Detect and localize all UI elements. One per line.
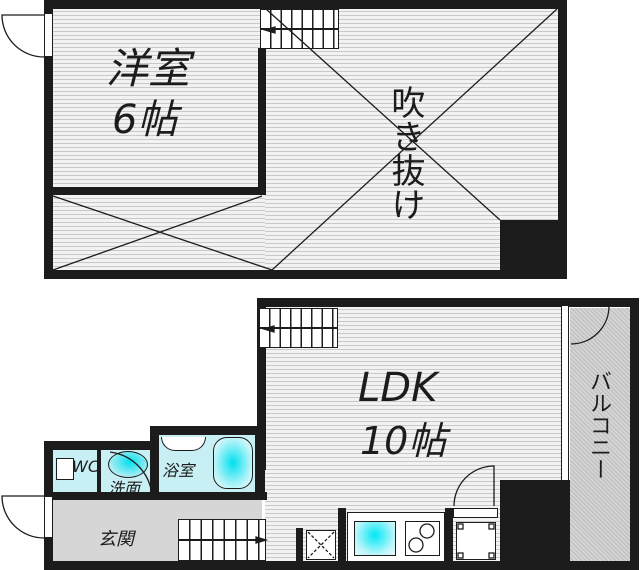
- laundry-space: [456, 522, 496, 560]
- toilet[interactable]: [56, 458, 74, 480]
- shaft: [500, 220, 560, 272]
- shaft-lower: [500, 480, 570, 562]
- entrance-door[interactable]: [44, 496, 53, 538]
- fridge-space: [306, 530, 336, 560]
- western-room-label: 洋室: [106, 44, 191, 93]
- loft-floor: [52, 195, 265, 270]
- washbasin[interactable]: [108, 451, 148, 478]
- balcony-label: バルコニー: [586, 370, 611, 480]
- bathroom-label: 浴室: [162, 461, 195, 480]
- entrance-label: 玄関: [98, 529, 134, 550]
- western-room-size: 6帖: [112, 97, 178, 143]
- stove[interactable]: [405, 521, 440, 556]
- western-room-floor: [52, 8, 265, 190]
- ldk-size: 10帖: [360, 419, 447, 463]
- toilet-label: WC: [72, 457, 99, 476]
- ldk-label: LDK: [358, 365, 438, 411]
- door-western-room[interactable]: [44, 13, 53, 57]
- balcony-area: [570, 308, 630, 561]
- void-label: 吹き抜け: [385, 85, 425, 221]
- bathtub[interactable]: [213, 437, 253, 489]
- kitchen-sink[interactable]: [354, 521, 396, 556]
- washroom-label: 洗面: [108, 479, 141, 498]
